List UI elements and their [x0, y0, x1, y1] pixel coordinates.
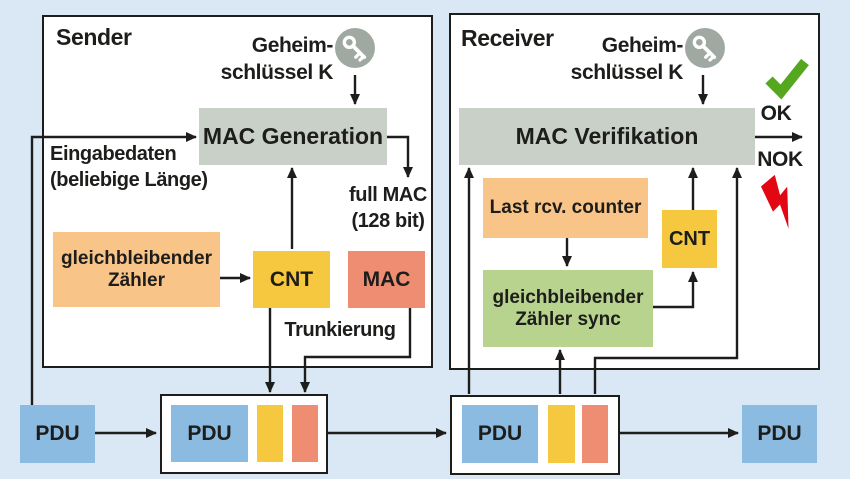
sender-pdu-label: PDU [187, 421, 232, 445]
mac-generation-box: MAC Generation [199, 108, 387, 165]
mac-generation-label: MAC Generation [202, 122, 384, 149]
sender-cnt-label: CNT [269, 267, 314, 291]
counter-sync-box: gleichbleibender Zähler sync [483, 270, 653, 347]
pdu-in-label: PDU [35, 422, 80, 446]
sender-mac-field-bar [292, 405, 318, 462]
receiver-secret-key-line1: Geheim- [601, 34, 684, 57]
ok-label: OK [760, 102, 792, 125]
receiver-pdu-label: PDU [477, 422, 523, 446]
constant-counter-line2: Zähler [107, 269, 166, 291]
receiver-mac-field-bar [582, 405, 608, 463]
sender-cnt-box: CNT [253, 251, 330, 308]
mac-verification-box: MAC Verifikation [459, 108, 755, 165]
receiver-cnt-box: CNT [662, 210, 717, 268]
pdu-out-box: PDU [742, 405, 817, 463]
sender-mac-label: MAC [362, 267, 411, 291]
receiver-cnt-label: CNT [668, 227, 711, 250]
counter-sync-line1: gleichbleibender [492, 287, 644, 309]
full-mac-line2: (128 bit) [351, 209, 425, 232]
sender-secret-key-label: Geheim- schlüssel K [178, 33, 334, 87]
sender-secret-key-line2: schlüssel K [220, 60, 334, 84]
sender-secret-key-line1: Geheim- [251, 34, 334, 57]
mac-verification-label: MAC Verifikation [515, 122, 699, 149]
constant-counter-line1: gleichbleibender [61, 248, 212, 270]
last-rcv-counter-box: Last rcv. counter [483, 178, 648, 238]
sender-title-label: Sender [56, 24, 132, 50]
input-data-label: Eingabedaten (beliebige Länge) [50, 142, 208, 193]
pdu-in-box: PDU [20, 405, 95, 463]
receiver-title-label: Receiver [461, 25, 554, 51]
receiver-secret-key-label: Geheim- schlüssel K [528, 33, 684, 87]
sender-mac-box: MAC [348, 251, 425, 308]
constant-counter-box: gleichbleibender Zähler [53, 232, 220, 307]
truncation-label: Trunkierung [284, 319, 396, 341]
input-data-line1: Eingabedaten [50, 143, 177, 165]
receiver-pdu-data-box: PDU [462, 405, 538, 463]
nok-label: NOK [757, 148, 803, 171]
receiver-secret-key-line2: schlüssel K [570, 60, 684, 84]
full-mac-label: full MAC (128 bit) [338, 183, 438, 234]
sender-pdu-data-box: PDU [171, 405, 248, 462]
receiver-cnt-field-bar [548, 405, 575, 463]
full-mac-line1: full MAC [349, 184, 427, 206]
input-data-line2: (beliebige Länge) [50, 168, 208, 191]
counter-sync-line2: Zähler sync [515, 308, 621, 330]
pdu-out-label: PDU [757, 422, 802, 446]
sender-cnt-field-bar [257, 405, 283, 462]
last-rcv-counter-label: Last rcv. counter [489, 197, 642, 219]
